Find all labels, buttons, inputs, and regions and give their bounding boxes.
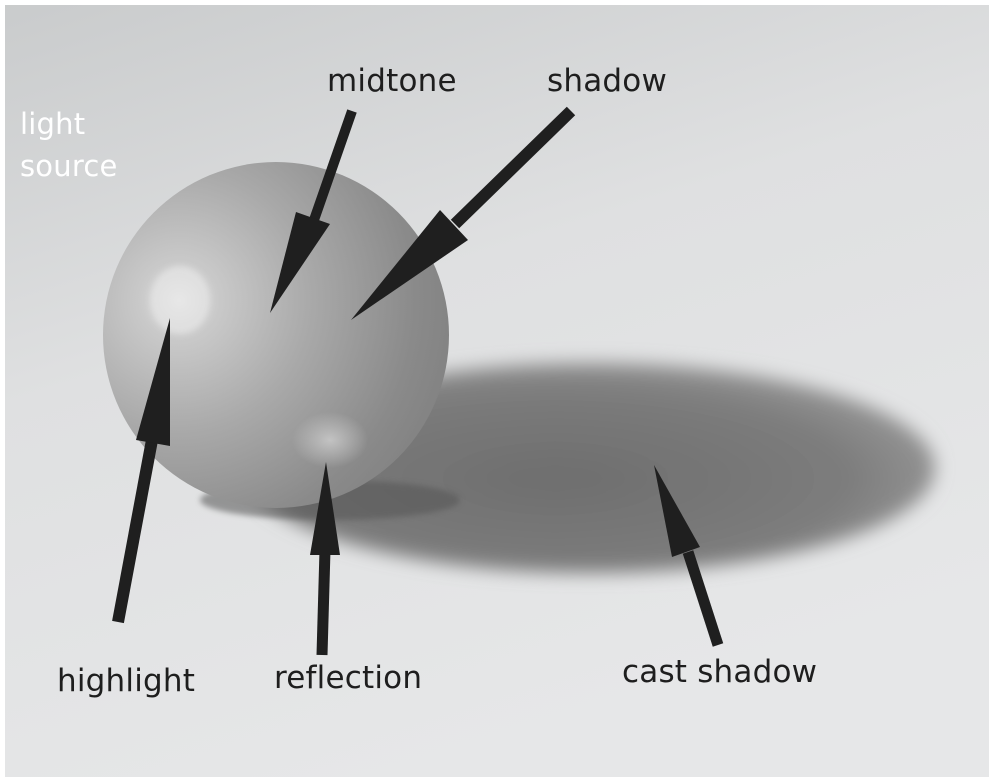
midtone-label: midtone [327, 63, 457, 99]
light-source-label: light source [20, 103, 160, 187]
shadow-label: shadow [547, 63, 667, 99]
cast-shadow-label: cast shadow [622, 654, 817, 690]
reflection-label: reflection [274, 660, 422, 696]
highlight-label: highlight [57, 663, 195, 699]
